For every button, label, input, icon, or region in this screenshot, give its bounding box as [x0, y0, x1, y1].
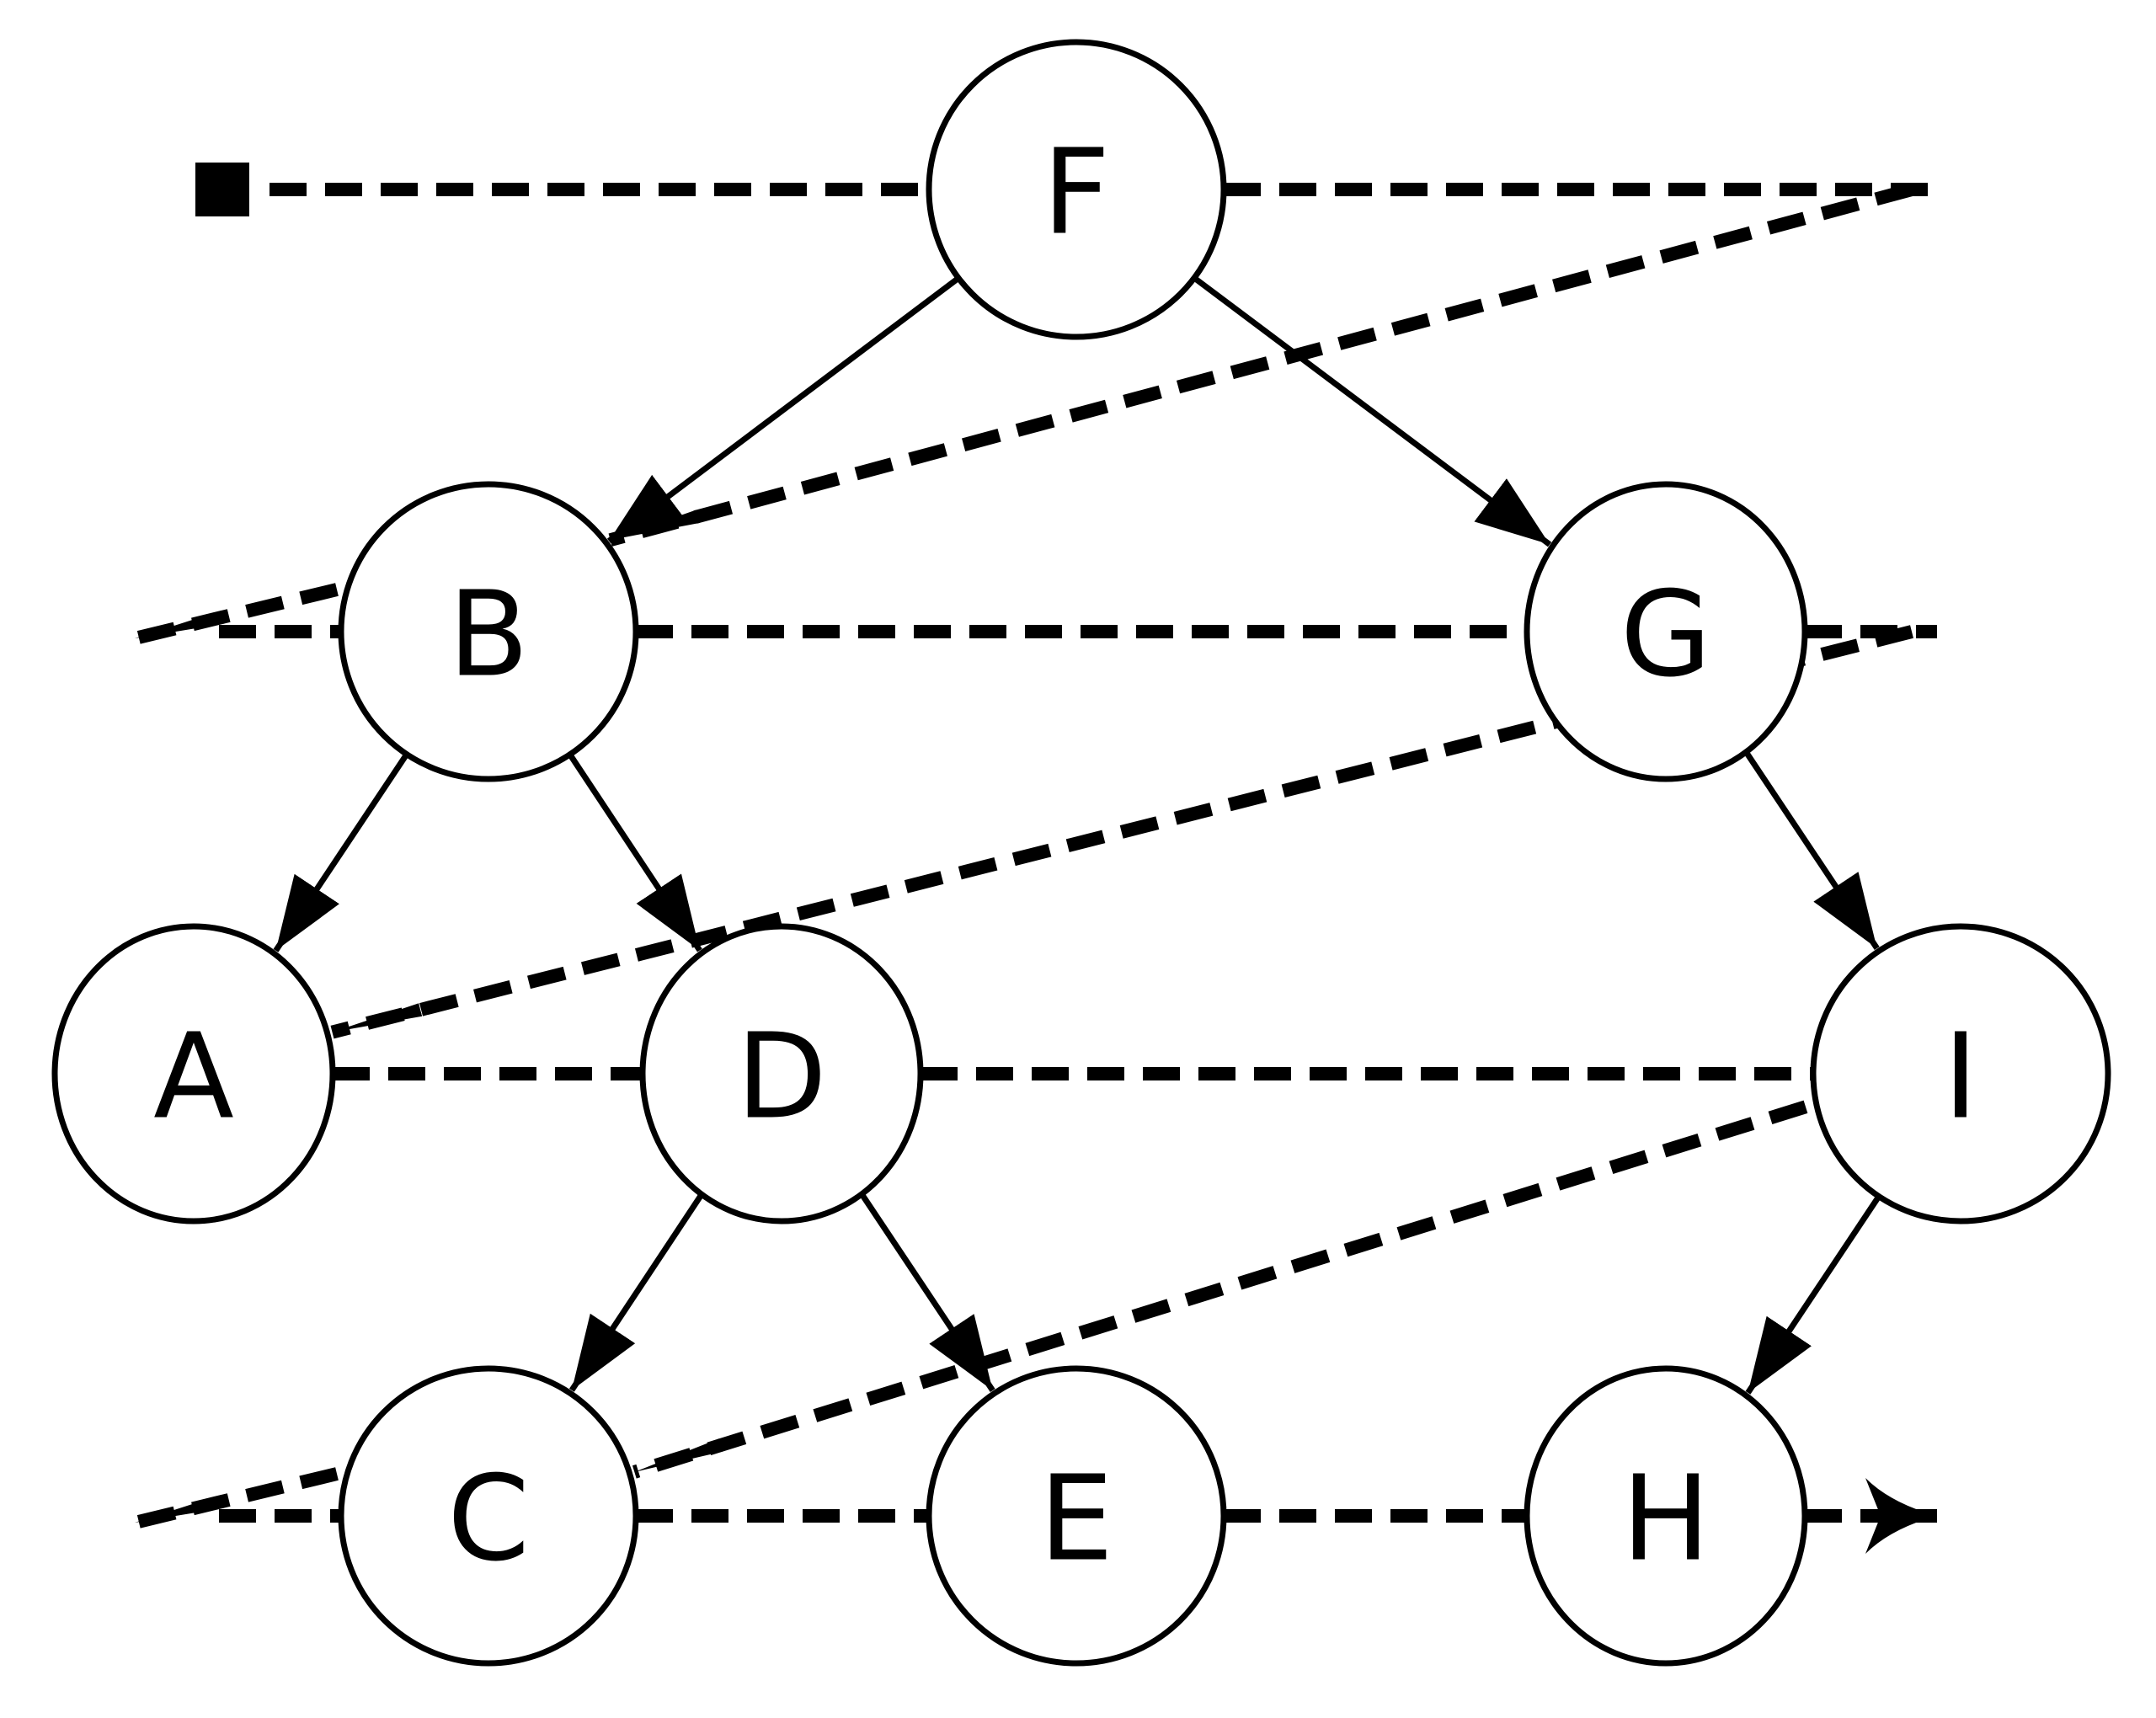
node-E-label: E [1039, 1451, 1113, 1588]
node-C-shape [338, 1365, 639, 1667]
level-links [55, 183, 2108, 1554]
node-C-label: C [447, 1451, 530, 1588]
node-F-label: F [1043, 125, 1111, 262]
thread-leadin-0 [133, 583, 339, 645]
node-A: A [51, 923, 336, 1224]
node-D-label: D [736, 1009, 827, 1146]
thread-G-A [330, 625, 1913, 1039]
node-G-label: G [1620, 567, 1712, 704]
node-F-shape [926, 39, 1227, 340]
node-A-shape [51, 923, 336, 1224]
node-H-shape [1524, 1365, 1808, 1667]
node-A-label: A [153, 1009, 234, 1146]
edge-D-E [859, 1192, 995, 1393]
node-I: I [1810, 923, 2111, 1224]
node-B: B [338, 481, 639, 782]
node-D: D [639, 923, 924, 1224]
level-start-marker [195, 163, 249, 216]
node-E: E [926, 1365, 1227, 1667]
thread-I-C [632, 1067, 1914, 1479]
node-F: F [926, 39, 1227, 340]
node-E-shape [926, 1365, 1227, 1667]
thread-links [133, 183, 1914, 1529]
edge-B-A [273, 752, 409, 952]
node-H: H [1524, 1365, 1808, 1667]
node-H-label: H [1621, 1451, 1710, 1588]
thread-F-B [608, 183, 1914, 547]
node-I-label: I [1943, 1009, 1977, 1146]
edge-G-I [1743, 750, 1880, 951]
edge-I-H [1745, 1194, 1881, 1395]
edge-F-B [606, 275, 961, 544]
thread-leadin-1 [133, 1467, 339, 1529]
link-endpoints [195, 163, 249, 216]
node-C: C [338, 1365, 639, 1667]
tree-nodes: F B G A D I C E H [51, 39, 2111, 1667]
tree-edges [273, 275, 1881, 1395]
node-G-shape [1524, 481, 1808, 782]
edge-D-C [568, 1192, 705, 1392]
edge-F-G [1192, 275, 1552, 547]
node-B-label: B [448, 567, 529, 704]
node-D-shape [639, 923, 924, 1224]
node-G: G [1524, 481, 1808, 782]
node-B-shape [338, 481, 639, 782]
node-I-shape [1810, 923, 2111, 1224]
edge-B-D [567, 752, 702, 952]
